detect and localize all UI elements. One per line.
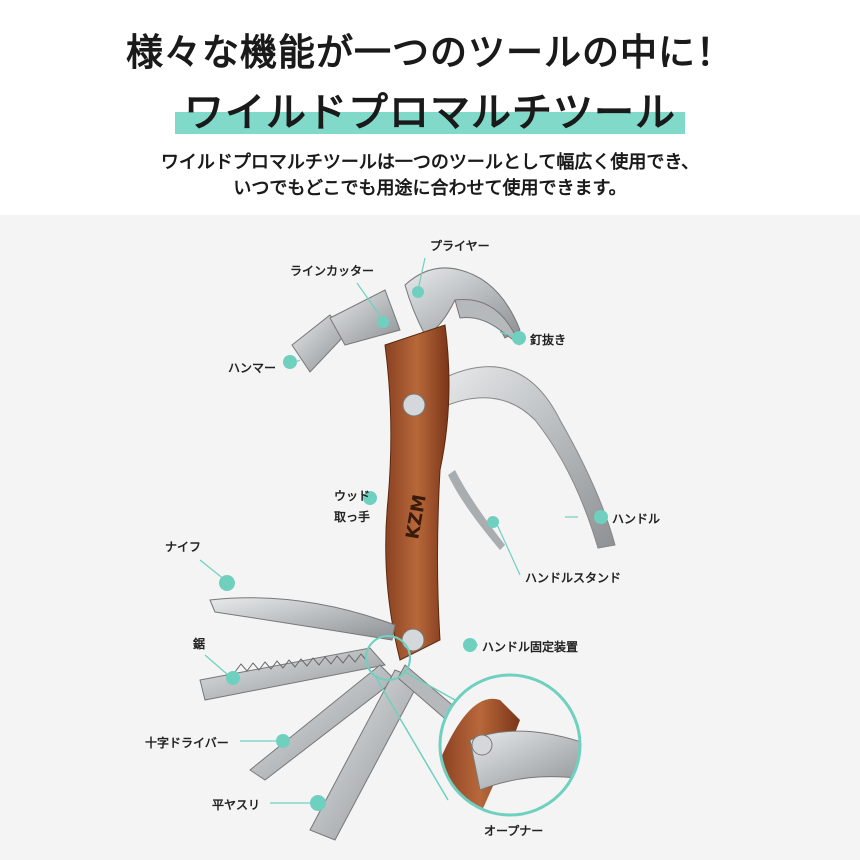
label-knife: ナイフ	[165, 540, 202, 554]
label-handle-lock: ハンドル固定装置	[482, 640, 579, 654]
label-pliers: プライヤー	[430, 239, 490, 253]
zoom-source-circle	[365, 635, 411, 681]
description-line-2: いつでもどこでも用途に合わせて使用できます。	[233, 178, 627, 199]
label-saw: 鋸	[193, 637, 206, 651]
label-line-cutter: ラインカッター	[290, 264, 375, 278]
claw	[454, 298, 521, 346]
multitool-illustration: KZM	[199, 257, 616, 841]
label-handle: ハンドル	[612, 512, 661, 526]
label-nail-puller: 釘抜き	[530, 333, 567, 347]
label-wood-grip-1: ウッド	[334, 489, 371, 503]
page-subtitle: ワイルドプロマルチツール	[184, 90, 676, 136]
handle-stand-wire	[448, 470, 505, 550]
description-line-1: ワイルドプロマルチツールは一つのツールとして幅広く使用でき、	[160, 152, 700, 173]
label-hammer: ハンマー	[228, 361, 277, 375]
hammer-neck	[329, 289, 401, 346]
knife-blade	[209, 597, 396, 641]
header: 様々な機能が一つのツールの中に！ ワイルドプロマルチツール ワイルドプロマルチツ…	[0, 0, 860, 215]
upper-rivet	[402, 393, 426, 417]
wood-grip-body	[384, 324, 450, 661]
description: ワイルドプロマルチツールは一つのツールとして幅広く使用でき、 いつでもどこでも用…	[0, 150, 860, 202]
page-title: 様々な機能が一つのツールの中に！	[126, 31, 734, 74]
label-phillips: 十字ドライバー	[145, 736, 229, 750]
product-stage: KZM	[0, 215, 860, 860]
saw-teeth	[234, 653, 368, 673]
lower-rivet	[401, 628, 425, 652]
label-flat-file: 平ヤスリ	[212, 798, 261, 812]
label-wood-grip-2: 取っ手	[334, 510, 371, 524]
subtitle-highlight	[175, 112, 685, 134]
label-opener: オープナー	[484, 824, 544, 838]
label-handle-stand: ハンドルスタンド	[525, 571, 622, 585]
handle-arm	[439, 366, 616, 549]
opener-zoom-inset	[440, 675, 580, 815]
